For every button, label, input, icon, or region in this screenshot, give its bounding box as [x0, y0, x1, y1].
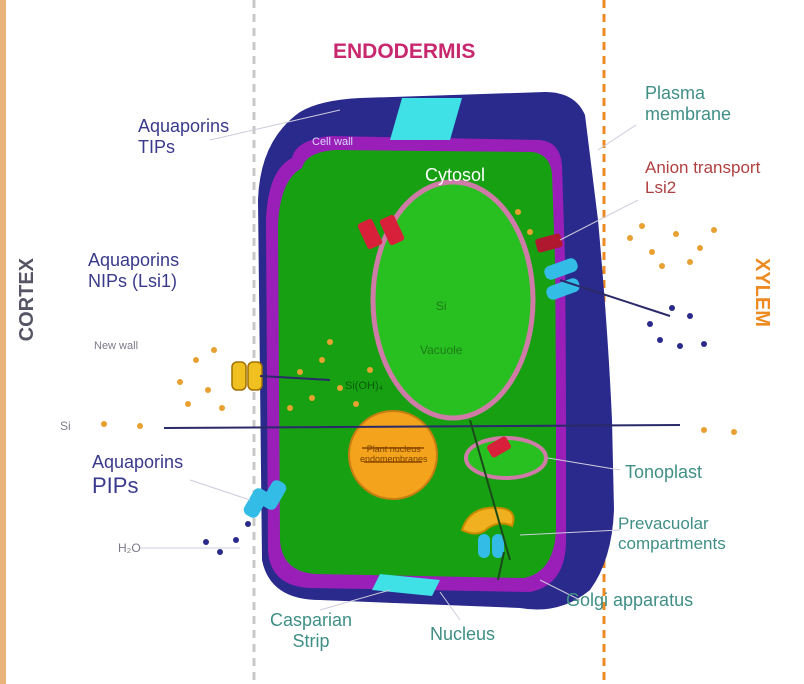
left-border: [0, 0, 6, 684]
plasma-membrane-line2: membrane: [645, 104, 731, 125]
leader-line: [190, 480, 250, 500]
cytosol-label: Cytosol: [425, 165, 485, 186]
diagram-title: ENDODERMIS: [333, 40, 475, 64]
vacuole-line1: Si: [420, 300, 462, 314]
aquaporins-tips-line1: Aquaporins: [138, 116, 229, 137]
cell-wall-label: Cell wall: [312, 136, 353, 149]
aquaporin-channel-icon: [232, 362, 262, 390]
nucleus-inner-label: Plant nucleus endomembranes: [360, 444, 428, 465]
anion-transport-label: Anion transport Lsi2: [645, 158, 760, 197]
aquaporins-nips-label: Aquaporins NIPs (Lsi1): [88, 250, 179, 291]
h2o-left-label: H₂O: [118, 542, 141, 556]
anion-transport-line2: Lsi2: [645, 178, 760, 198]
aquaporins-pips-line1: Aquaporins: [92, 452, 183, 473]
aquaporins-tips-label: Aquaporins TIPs: [138, 116, 229, 157]
aquaporins-pips-line2: PIPs: [92, 473, 183, 498]
vacuole-line2: Vacuole: [420, 344, 462, 358]
si-inner-label: Si(OH)₄: [345, 380, 383, 393]
casparian-strip-top: [390, 98, 462, 140]
cortex-label: CORTEX: [16, 258, 39, 341]
aquaporins-nips-line2: NIPs (Lsi1): [88, 271, 179, 292]
xylem-label: XYLEM: [750, 258, 773, 327]
plasma-membrane-label: Plasma membrane: [645, 83, 731, 124]
aquaporins-pips-label: Aquaporins PIPs: [92, 452, 183, 498]
casparian-strip-label: Casparian Strip: [270, 610, 352, 651]
prevacuolar-label: Prevacuolar compartments: [618, 514, 726, 553]
anion-transport-line1: Anion transport: [645, 158, 760, 178]
golgi-label: Golgi apparatus: [566, 590, 693, 611]
nucleus-inner-line2: endomembranes: [360, 454, 428, 464]
casparian-line1: Casparian: [270, 610, 352, 631]
prevacuolar-line1: Prevacuolar: [618, 514, 726, 534]
nucleus-label: Nucleus: [430, 624, 495, 645]
prevacuolar-line2: compartments: [618, 534, 726, 554]
tonoplast-label: Tonoplast: [625, 462, 702, 483]
casparian-line2: Strip: [270, 631, 352, 652]
aquaporins-nips-line1: Aquaporins: [88, 250, 179, 271]
nucleus-inner-line1: Plant nucleus: [360, 444, 428, 454]
aquaporins-tips-line2: TIPs: [138, 137, 229, 158]
si-left-label: Si: [60, 420, 71, 434]
plasma-membrane-line1: Plasma: [645, 83, 731, 104]
new-wall-label: New wall: [94, 340, 138, 353]
vacuole-label: Si Vacuole: [420, 300, 462, 358]
